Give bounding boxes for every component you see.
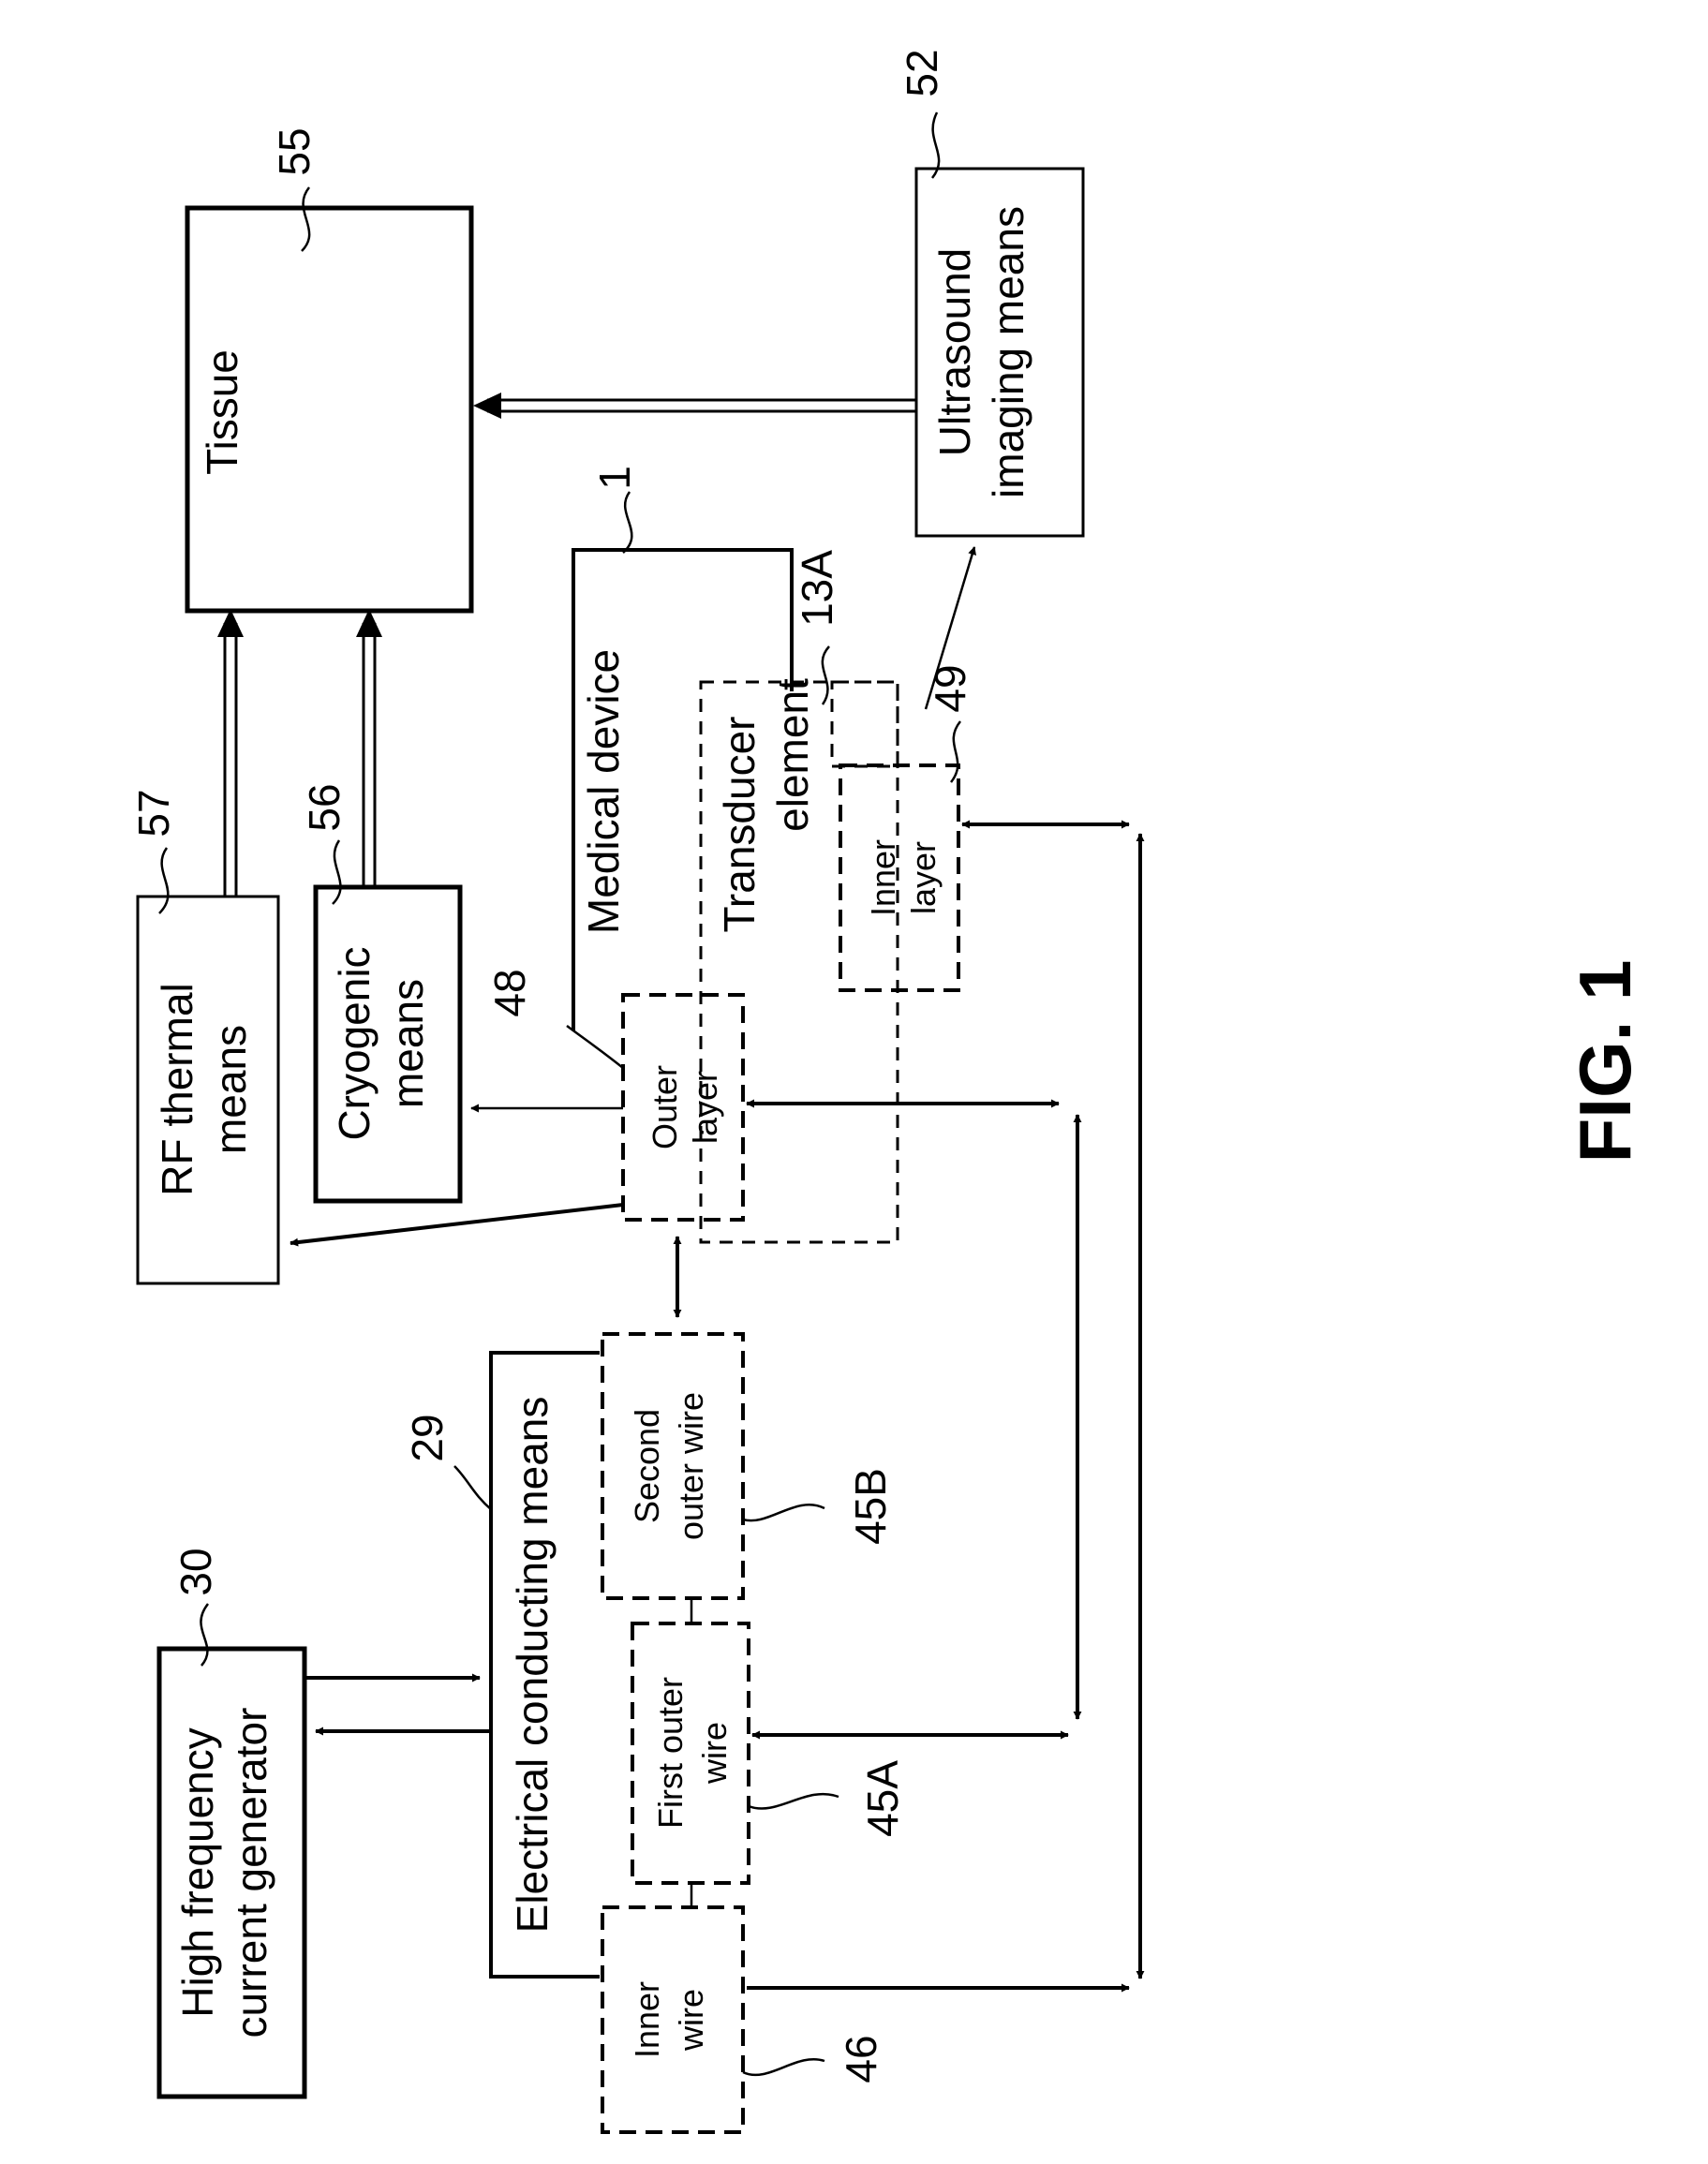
outer-layer-label: Outer layer bbox=[646, 1065, 724, 1149]
outer-to-rf-arrow bbox=[290, 1205, 623, 1243]
svg-text:layer: layer bbox=[686, 1071, 724, 1144]
leader-13a bbox=[823, 646, 829, 704]
inner-wire-label: Inner wire bbox=[628, 1981, 710, 2058]
medical-device-label: Medical device bbox=[579, 649, 628, 934]
ref-1: 1 bbox=[590, 466, 639, 490]
leader-45a bbox=[749, 1794, 839, 1808]
tissue-label: Tissue bbox=[198, 349, 246, 475]
svg-text:current generator: current generator bbox=[227, 1708, 275, 2038]
svg-text:Inner: Inner bbox=[628, 1981, 666, 2058]
svg-text:layer: layer bbox=[904, 841, 943, 914]
transducer-label: Transducer element bbox=[715, 678, 817, 933]
ref-46: 46 bbox=[837, 2035, 885, 2082]
leader-49 bbox=[951, 721, 960, 782]
ref-56: 56 bbox=[300, 783, 349, 831]
leader-29 bbox=[454, 1466, 492, 1510]
leader-45b bbox=[743, 1504, 824, 1520]
svg-text:Outer: Outer bbox=[646, 1065, 684, 1149]
ref-49: 49 bbox=[926, 664, 974, 712]
svg-text:imaging means: imaging means bbox=[984, 206, 1032, 498]
svg-text:First outer: First outer bbox=[651, 1677, 690, 1829]
first-outer-wire-label: First outer wire bbox=[651, 1677, 734, 1829]
electrical-means-label: Electrical conducting means bbox=[508, 1397, 557, 1934]
svg-text:element: element bbox=[768, 678, 817, 832]
svg-text:High frequency: High frequency bbox=[173, 1727, 222, 2017]
figure-title: FIG. 1 bbox=[1564, 960, 1646, 1164]
second-outer-wire-label: Second outer wire bbox=[628, 1392, 710, 1540]
svg-text:means: means bbox=[383, 979, 432, 1108]
cryo-to-tissue-arrow bbox=[356, 609, 382, 887]
svg-text:Cryogenic: Cryogenic bbox=[330, 946, 379, 1140]
ref-45a: 45A bbox=[858, 1760, 907, 1837]
svg-text:Second: Second bbox=[628, 1409, 666, 1523]
ref-57: 57 bbox=[129, 789, 178, 837]
rf-to-tissue-arrow bbox=[217, 609, 244, 897]
ref-55: 55 bbox=[270, 127, 319, 175]
ref-48: 48 bbox=[485, 969, 534, 1016]
ultrasound-to-tissue-arrow bbox=[473, 393, 916, 419]
inner-layer-label: Inner layer bbox=[864, 839, 943, 916]
leader-1 bbox=[623, 492, 631, 553]
svg-text:Inner: Inner bbox=[864, 839, 902, 916]
ref-45b: 45B bbox=[846, 1468, 895, 1545]
transducer-13a-box bbox=[832, 682, 898, 766]
ref-13a: 13A bbox=[793, 550, 841, 627]
ref-52: 52 bbox=[898, 49, 946, 96]
ref-29: 29 bbox=[403, 1414, 452, 1461]
leader-48 bbox=[567, 1026, 623, 1068]
svg-text:Transducer: Transducer bbox=[715, 717, 764, 933]
svg-text:wire: wire bbox=[672, 1989, 710, 2052]
svg-text:wire: wire bbox=[695, 1722, 734, 1785]
svg-text:outer wire: outer wire bbox=[672, 1392, 710, 1540]
svg-text:Ultrasound: Ultrasound bbox=[930, 248, 979, 456]
leader-46 bbox=[743, 2059, 824, 2075]
svg-text:means: means bbox=[206, 1025, 255, 1154]
svg-text:RF thermal: RF thermal bbox=[153, 983, 201, 1195]
ref-30: 30 bbox=[171, 1548, 220, 1595]
